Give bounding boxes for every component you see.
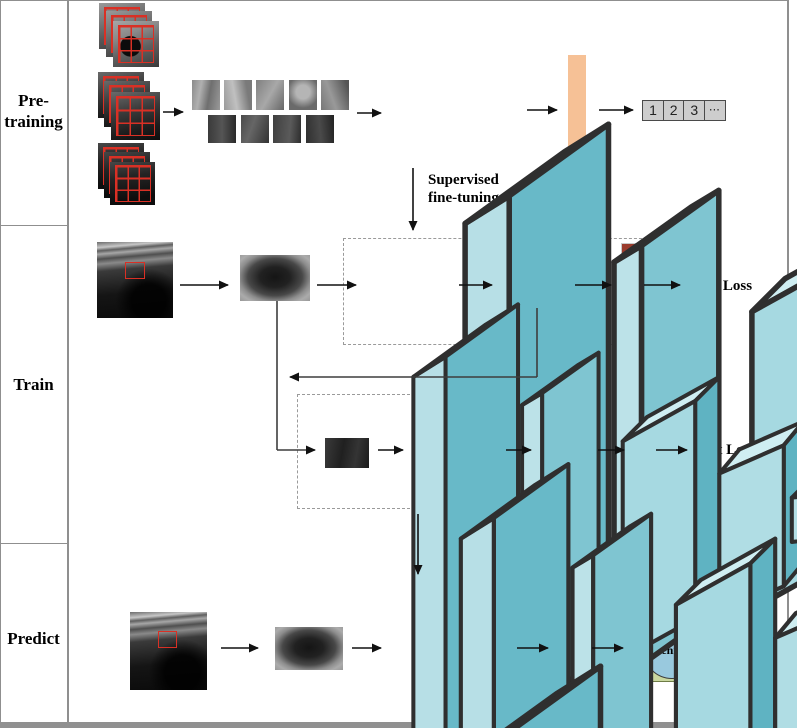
patch-grid-overlay xyxy=(115,95,156,137)
predict-ultrasound-image xyxy=(130,612,207,690)
stage-label-train: Train xyxy=(0,374,67,395)
stage-row-divider-2 xyxy=(0,543,68,544)
ultrasound-patch xyxy=(208,115,236,143)
ultrasound-patch xyxy=(192,80,220,110)
roi-box xyxy=(158,631,177,648)
ultrasound-patch xyxy=(273,115,301,143)
stage-label-line: Pre- xyxy=(18,91,49,110)
appb-input-patch xyxy=(325,438,369,468)
ultrasound-patch xyxy=(321,80,349,110)
ultrasound-patch xyxy=(306,115,334,143)
embedding-bar xyxy=(568,55,586,158)
train-ultrasound-image xyxy=(97,242,173,318)
roi-box xyxy=(125,262,145,279)
ultrasound-thumbnail xyxy=(113,21,159,67)
ultrasound-patch xyxy=(224,80,252,110)
train-lesion-crop xyxy=(240,255,310,301)
frame-left xyxy=(0,0,1,722)
ultrasound-patch xyxy=(289,80,317,110)
stage-label-line: training xyxy=(4,112,63,131)
ultrasound-thumbnail xyxy=(111,92,160,140)
flow-arrows xyxy=(163,105,688,653)
frame-top xyxy=(0,0,788,1)
ultrasound-patch xyxy=(241,115,269,143)
stage-label-line: Predict xyxy=(7,629,60,648)
transition-label-line: fine-tuning xyxy=(428,190,499,206)
token-sequence: 1 2 3 ⋯ xyxy=(642,100,726,121)
stage-label-predict: Predict xyxy=(0,628,67,649)
stage-label-line: Train xyxy=(13,375,54,394)
transition-label-line: Supervised xyxy=(428,172,499,188)
stage-label-pretraining: Pre- training xyxy=(0,90,67,132)
routing-lines xyxy=(276,301,538,455)
ultrasound-thumbnail xyxy=(110,162,155,205)
patch-grid-overlay xyxy=(117,24,155,64)
ultrasound-patch xyxy=(256,80,284,110)
stage-row-divider-1 xyxy=(0,225,68,226)
token-box-ellipsis: ⋯ xyxy=(703,100,726,121)
patch-grid-overlay xyxy=(114,165,151,202)
transition-label: Supervised fine-tuning xyxy=(428,171,499,207)
frame-bottom xyxy=(0,722,797,728)
predict-lesion-crop xyxy=(275,627,343,670)
stage-column-divider xyxy=(67,0,69,722)
